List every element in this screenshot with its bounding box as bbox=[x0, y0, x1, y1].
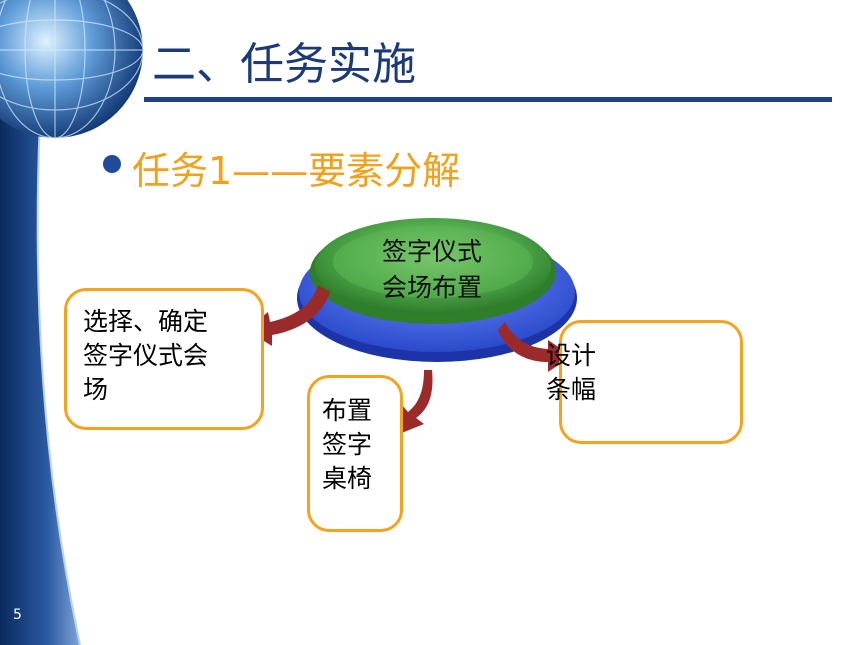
right-box-line2: 条幅 bbox=[546, 375, 597, 404]
bullet-heading: 任务1——要素分解 bbox=[132, 149, 461, 193]
center-label-line1: 签字仪式 bbox=[381, 237, 482, 266]
center-label-line2: 会场布置 bbox=[381, 273, 482, 302]
bullet-icon bbox=[103, 155, 121, 173]
center-label: 签字仪式 会场布置 bbox=[362, 234, 502, 306]
right-box-line1: 设计 bbox=[546, 341, 597, 370]
arrow-right bbox=[498, 322, 572, 372]
middle-box-line3: 桌椅 bbox=[322, 464, 373, 493]
middle-task-box: 布置 签字 桌椅 bbox=[307, 375, 403, 532]
left-box-line1: 选择、确定 bbox=[83, 307, 209, 336]
left-task-box: 选择、确定 签字仪式会 场 bbox=[64, 288, 264, 430]
slide-title: 二、任务实施 bbox=[152, 39, 416, 90]
title-underline bbox=[144, 97, 832, 102]
globe-icon bbox=[0, 0, 144, 139]
page-number: 5 bbox=[13, 607, 22, 623]
left-box-line3: 场 bbox=[83, 375, 109, 404]
arrow-left bbox=[246, 285, 330, 346]
middle-box-line2: 签字 bbox=[322, 430, 373, 459]
left-box-line2: 签字仪式会 bbox=[83, 341, 209, 370]
arrow-middle bbox=[394, 370, 433, 436]
middle-box-line1: 布置 bbox=[322, 396, 373, 425]
right-task-box: 设计 条幅 bbox=[546, 320, 743, 444]
